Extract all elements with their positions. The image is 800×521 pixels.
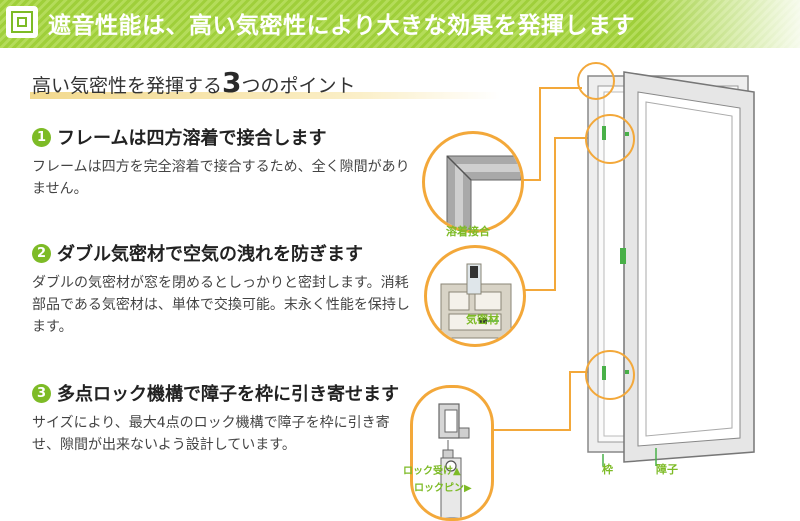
point-number: 3 — [32, 383, 51, 403]
page-title: 遮音性能は、高い気密性により大きな効果を発揮します — [48, 13, 636, 39]
point-body: ダブルの気密材が窓を閉めるとしっかりと密封します。消耗部品である気密材は、単体で… — [32, 275, 410, 335]
subtitle-before: 高い気密性を発揮する — [32, 75, 223, 97]
lower-lock-highlight-circle — [585, 350, 635, 400]
point-2: 2 ダブル気密材で空気の洩れを防ぎます ダブルの気密材が窓を閉めるとしっかりと密封… — [32, 240, 412, 338]
subtitle: 高い気密性を発揮する3つのポイント — [30, 64, 500, 100]
title-banner: 遮音性能は、高い気密性により大きな効果を発揮します — [0, 0, 800, 48]
subtitle-number: 3 — [222, 66, 242, 99]
weld-corner-illustration — [446, 155, 521, 230]
window-icon — [6, 6, 38, 38]
point-3: 3 多点ロック機構で障子を枠に引き寄せます サイズにより、最大4点のロック機構で障… — [32, 380, 412, 456]
point-body: サイズにより、最大4点のロック機構で障子を枠に引き寄せ、隙間が出来ないよう設計し… — [32, 415, 390, 453]
subtitle-after: つのポイント — [241, 75, 356, 97]
point-title: 多点ロック機構で障子を枠に引き寄せます — [57, 384, 399, 405]
sash-label: 障子 — [656, 463, 678, 476]
point-title: フレームは四方溶着で接合します — [57, 128, 327, 149]
seal-label: 気密材 — [466, 313, 499, 326]
lock-receiver-label: ロック受け▲ — [403, 466, 461, 477]
weld-callout — [422, 131, 524, 233]
point-number: 1 — [32, 127, 51, 147]
weld-label: 溶着接合 — [446, 225, 490, 238]
lock-callout — [410, 385, 494, 521]
point-title: ダブル気密材で空気の洩れを防ぎます — [57, 244, 363, 265]
subtitle-underline — [30, 92, 500, 99]
point-number: 2 — [32, 243, 51, 263]
point-1: 1 フレームは四方溶着で接合します フレームは四方を完全溶着で接合するため、全く隙… — [32, 124, 412, 200]
seal-section-illustration — [440, 263, 512, 339]
corner-highlight-circle — [577, 62, 615, 100]
lock-pin-label: ロックピン▶ — [414, 483, 472, 494]
frame-label: 枠 — [602, 463, 613, 476]
connector-lines — [470, 87, 588, 431]
seal-callout — [424, 245, 526, 347]
point-body: フレームは四方を完全溶着で接合するため、全く隙間がありません。 — [32, 159, 410, 197]
upper-lock-highlight-circle — [585, 114, 635, 164]
